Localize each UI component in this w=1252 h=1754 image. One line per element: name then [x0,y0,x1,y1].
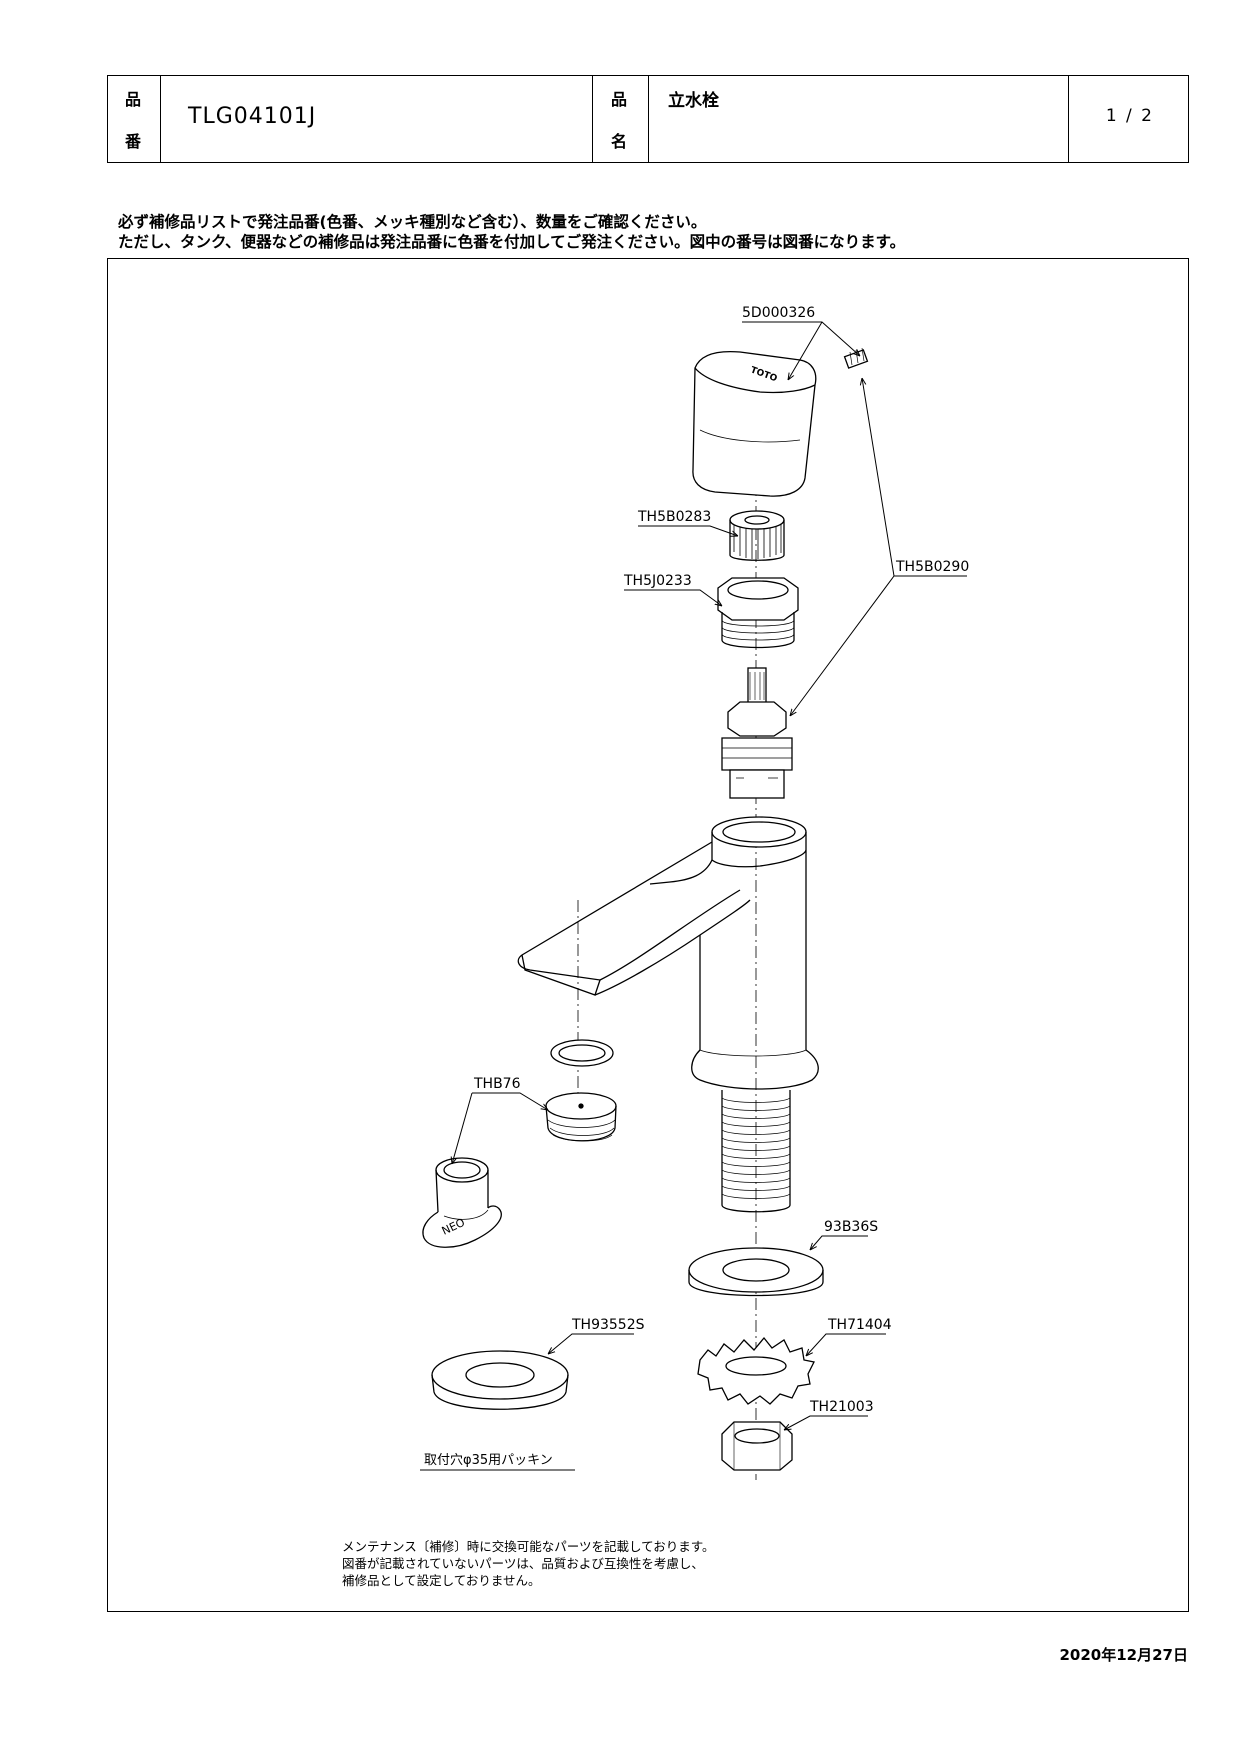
label-handle-screw: 5D000326 [742,305,815,321]
footnote-line-3: 補修品として設定しておりません。 [342,1573,541,1588]
footnote-line-2: 図番が記載されていないパーツは、品質および互換性を考慮し、 [342,1556,704,1571]
label-base-packing-note: 取付穴φ35用パッキン [424,1453,553,1468]
label-lock-washer: TH71404 [827,1317,892,1333]
divider [592,76,593,162]
flat-washer [688,1247,824,1297]
tool-logo: NEO [440,1216,467,1238]
divider [1068,76,1069,162]
code-label-top: 品 [125,90,142,109]
page-number: 1 / 2 [1105,106,1154,126]
label-hex-nut: TH21003 [809,1399,874,1415]
aerator [545,1092,617,1142]
aerator-tool: NEO [422,1157,502,1248]
divider [648,76,649,162]
label-base-packing: TH93552S [571,1317,645,1333]
spindle-nut [729,510,785,561]
label-cap-nut: TH5J0233 [623,573,692,589]
footnote: メンテナンス〔補修〕時に交換可能なパーツを記載しております。 図番が記載されてい… [342,1539,715,1588]
name-label-bottom: 名 [611,132,628,151]
issue-date: 2020年12月27日 [1059,1646,1189,1664]
base-packing [431,1350,569,1410]
product-code: TLG04101J [188,104,317,129]
part-labels: 5D000326 TH5B0283 TH5J0233 TH5B0290 THB7… [424,305,969,1468]
notice-line-1: 必ず補修品リストで発注品番(色番、メッキ種別など含む）、数量をご確認ください。 [118,213,707,231]
handle-screw [843,347,869,369]
diagram-frame [107,258,1189,1612]
label-washer: 93B36S [824,1219,878,1235]
faucet-body [517,816,819,1213]
code-label-bottom: 番 [125,132,142,151]
footnote-line-1: メンテナンス〔補修〕時に交換可能なパーツを記載しております。 [342,1539,715,1554]
aerator-o-ring [550,1039,614,1067]
product-name: 立水栓 [668,91,719,111]
handle-cap: TOTO [692,350,817,497]
hex-nut [721,1421,793,1471]
divider [160,76,161,162]
toothed-lock-washer [697,1336,815,1405]
title-block: 品 番 TLG04101J 品 名 立水栓 1 / 2 [107,75,1189,163]
label-spindle-nut: TH5B0283 [637,509,711,525]
label-aerator: THB76 [473,1076,521,1092]
leader-lines [420,321,967,1471]
name-label-top: 品 [611,90,628,109]
cap-nut [717,577,799,649]
cartridge [721,667,793,799]
notice-line-2: ただし、タンク、便器などの補修品は発注品番に色番を付加してご発注ください。図中の… [118,233,906,251]
label-cartridge: TH5B0290 [895,559,969,575]
shank-thread [721,1097,791,1199]
